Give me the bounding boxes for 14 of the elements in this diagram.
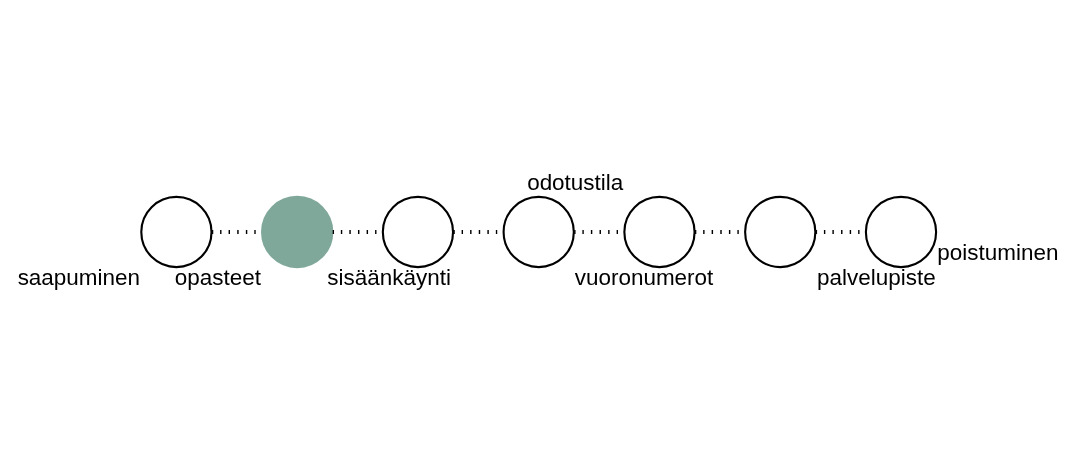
node-circle <box>744 195 817 268</box>
node-circle <box>140 195 213 268</box>
node-circle <box>381 195 455 268</box>
node-circle <box>623 195 696 268</box>
node-label: vuoronumerot <box>574 264 714 290</box>
node-circle <box>502 195 575 268</box>
node-label: odotustila <box>527 169 624 195</box>
node-label: saapuminen <box>17 264 140 290</box>
node-label: sisäänkäynti <box>327 264 451 290</box>
node-label: poistuminen <box>937 239 1059 265</box>
node-circle <box>864 195 938 268</box>
node-label: palvelupiste <box>817 264 936 290</box>
node-circle <box>261 195 334 268</box>
node-label: opasteet <box>174 264 261 290</box>
